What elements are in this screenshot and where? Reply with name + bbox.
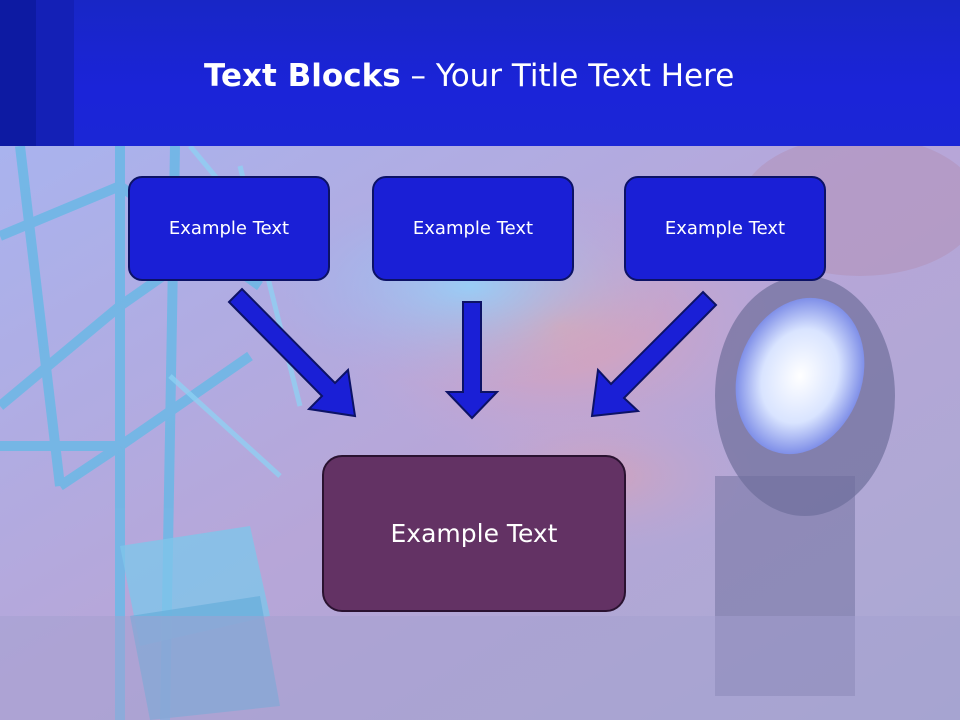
slide-title-rest: Your Title Text Here	[435, 58, 735, 94]
text-block-middle: Example Text	[372, 176, 574, 281]
text-block-label: Example Text	[390, 519, 558, 548]
slide-title-bold: Text Blocks	[204, 58, 401, 94]
title-bar-accent	[0, 0, 36, 146]
title-bar-accent	[36, 0, 74, 146]
arrow-right	[590, 290, 718, 418]
text-block-label: Example Text	[412, 218, 534, 239]
title-bar: Text Blocks – Your Title Text Here	[0, 0, 960, 146]
arrow-left	[227, 287, 357, 418]
text-block-label: Example Text	[664, 218, 786, 239]
text-block-left: Example Text	[128, 176, 330, 281]
slide-title-separator: –	[400, 58, 436, 94]
text-block-label: Example Text	[168, 218, 290, 239]
text-block-main: Example Text	[322, 455, 626, 612]
text-block-right: Example Text	[624, 176, 826, 281]
arrow-middle	[444, 301, 500, 420]
slide-title: Text Blocks – Your Title Text Here	[204, 56, 734, 96]
